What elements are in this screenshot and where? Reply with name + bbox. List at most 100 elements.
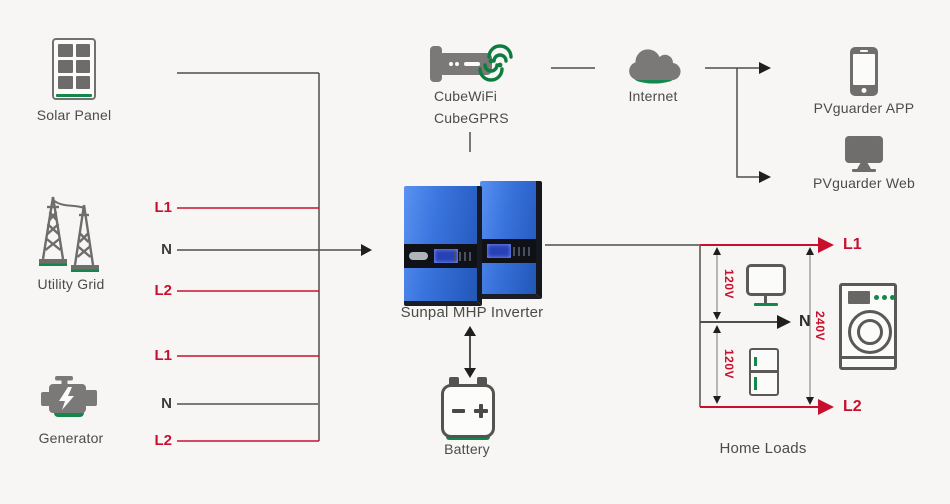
arrow-down-battery [464, 368, 476, 378]
loads-n-label: N [799, 313, 811, 330]
inverter-display-band [480, 239, 536, 263]
dim-arrow [713, 247, 721, 255]
washer-door [848, 310, 892, 354]
home-loads-label: Home Loads [719, 440, 807, 457]
washer-led [890, 295, 895, 300]
wifi-up [487, 44, 513, 63]
phone-home-button [861, 88, 867, 93]
generator-label: Generator [38, 430, 104, 446]
generator-l2-label: L2 [154, 432, 172, 449]
phone-speaker [860, 50, 868, 52]
washer-door-inner [857, 319, 883, 345]
utility-grid-label: Utility Grid [37, 276, 105, 292]
utility-l1-label: L1 [154, 199, 172, 216]
fridge-handle [754, 377, 757, 390]
battery-label: Battery [444, 441, 490, 457]
battery-minus [452, 409, 465, 413]
utility-n-label: N [161, 241, 172, 258]
arrow-up-battery [464, 326, 476, 336]
inverter-logo [409, 252, 428, 260]
tower-base [39, 259, 67, 264]
tower-base [71, 265, 99, 270]
utility-l2-label: L2 [154, 282, 172, 299]
arrow-loads-l2 [818, 399, 834, 415]
pvguarder-web-label: PVguarder Web [813, 175, 915, 191]
inverter-buttons [454, 252, 472, 261]
dim-arrow [806, 247, 814, 255]
wifi-dot [497, 62, 503, 68]
dim-arrow [806, 397, 814, 405]
washer-led [874, 295, 879, 300]
arrow-loads-l1 [818, 237, 834, 253]
monitor-neck [857, 163, 871, 169]
battery-terminal [477, 377, 487, 386]
dim-arrow [713, 312, 721, 320]
monitor-screen [845, 136, 883, 163]
inverter-unit-front [404, 186, 482, 306]
dongle-dash [464, 62, 480, 66]
smartphone-icon [850, 47, 878, 96]
fridge-icon [749, 348, 779, 396]
pvguarder-app-label: PVguarder APP [813, 100, 915, 116]
washer-display [848, 291, 870, 304]
voltage-120v-top-label: 120V [722, 268, 736, 300]
wifi-down [478, 63, 504, 82]
generator-n-label: N [161, 395, 172, 412]
dim-arrow [713, 325, 721, 333]
cloud-body [629, 49, 681, 81]
engine-body [41, 376, 97, 413]
arrow-to-app [759, 62, 771, 74]
inverter-photo [404, 181, 546, 307]
loads-l2-label: L2 [843, 398, 862, 415]
wifi-signal-icon [478, 44, 513, 82]
wire-internet-to-web [736, 68, 759, 178]
loads-l1-label: L1 [843, 236, 862, 253]
arrow-into-inverter [361, 244, 372, 256]
solar-green-base [56, 94, 92, 97]
tower-base-green [71, 269, 99, 272]
lightning-bolt [59, 387, 74, 410]
cloud-icon [629, 49, 681, 84]
monitor-base [852, 169, 876, 172]
voltage-240v-label: 240V [813, 310, 827, 342]
washing-machine-icon [839, 283, 897, 370]
inverter-lcd [487, 244, 511, 258]
engine-icon [41, 376, 97, 417]
dongle-cap [430, 46, 442, 82]
cube-wifi-label: CubeWiFi [434, 88, 498, 104]
dongle-dot [449, 62, 453, 66]
solar-cells [58, 44, 90, 89]
tv-stand-base [754, 303, 778, 306]
inverter-lcd [434, 249, 458, 263]
tower-right [52, 199, 95, 266]
washer-bottom-band [842, 356, 894, 359]
tv-stand-neck [764, 296, 767, 303]
inverter-label: Sunpal MHP Inverter [400, 304, 544, 321]
tower-base-green [39, 263, 67, 266]
internet-label: Internet [628, 88, 678, 104]
battery-terminal [449, 377, 459, 386]
generator-l1-label: L1 [154, 347, 172, 364]
tower-left [41, 196, 65, 260]
fridge-divider [751, 370, 777, 373]
battery-icon [441, 384, 495, 438]
inverter-buttons [513, 247, 531, 256]
desktop-monitor-icon [845, 136, 883, 173]
dim-arrow [713, 396, 721, 404]
cube-gprs-label: CubeGPRS [434, 110, 509, 126]
tv-icon [746, 264, 786, 296]
inverter-display-band [404, 244, 477, 268]
battery-plus [479, 404, 483, 418]
arrow-loads-n [777, 315, 791, 329]
fridge-handle [754, 357, 757, 366]
arrow-to-web [759, 171, 771, 183]
voltage-120v-bottom-label: 120V [722, 348, 736, 380]
solar-panel-icon [52, 38, 96, 100]
washer-led [882, 295, 887, 300]
dongle-dot [455, 62, 459, 66]
transmission-towers-icon [39, 196, 99, 272]
inverter-unit-back [480, 181, 542, 299]
solar-panel-label: Solar Panel [36, 107, 112, 123]
